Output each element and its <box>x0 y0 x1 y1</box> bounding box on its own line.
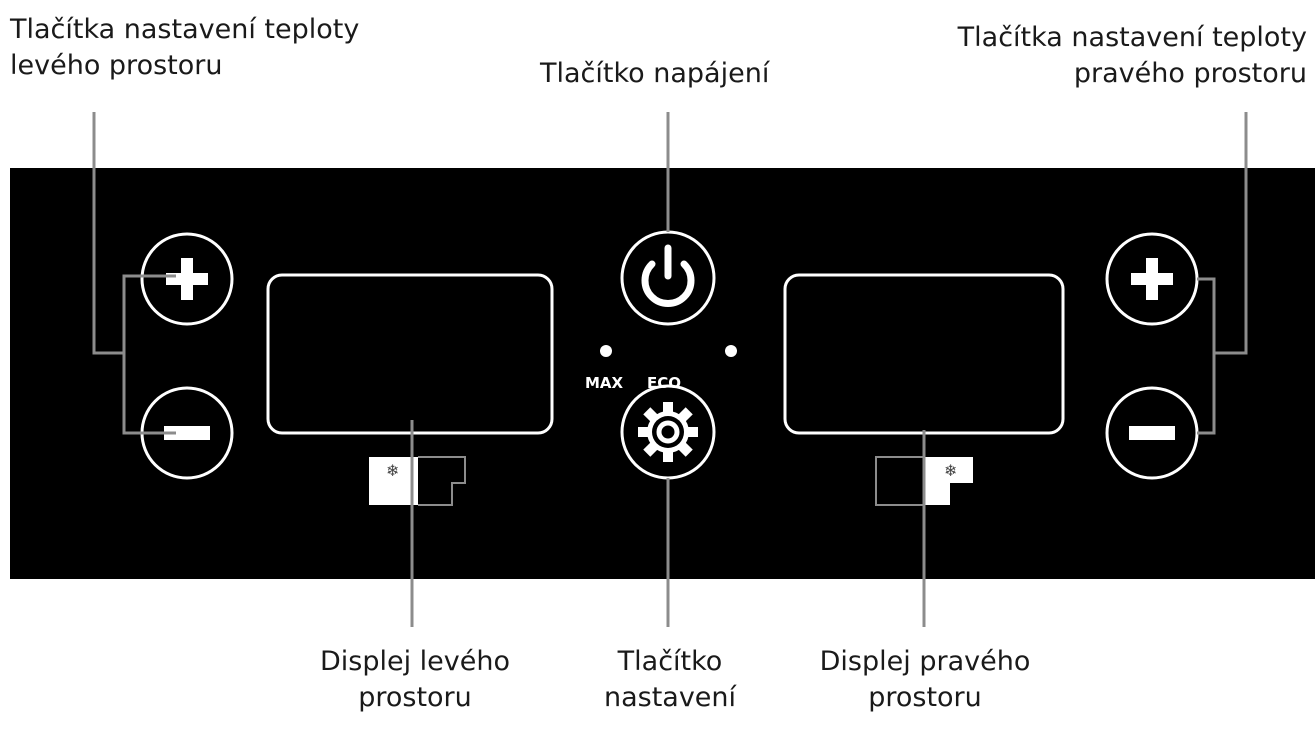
eco-indicator-light <box>725 345 737 357</box>
leader-lines <box>92 112 1248 627</box>
eco-indicator-label: ECO <box>647 374 682 392</box>
callout-right-temperature-buttons: Tlačítka nastavení teploty pravého prost… <box>958 20 1307 92</box>
plus-icon <box>166 258 208 300</box>
control-panel <box>10 168 1315 579</box>
max-indicator-label: MAX <box>585 374 624 392</box>
callout-line: Tlačítka nastavení teploty <box>10 14 360 45</box>
callout-line: Displej levého <box>319 646 511 677</box>
plus-icon <box>1131 258 1173 300</box>
callout-line: pravého prostoru <box>1073 58 1307 89</box>
callout-line: levého prostoru <box>10 50 223 81</box>
snowflake-icon: ❄ <box>944 461 957 480</box>
callout-settings-button: Tlačítko nastavení <box>575 644 765 716</box>
callout-line: prostoru <box>358 682 472 713</box>
callout-power-button: Tlačítko napájení <box>540 56 769 92</box>
callout-line: nastavení <box>603 682 737 713</box>
minus-icon <box>164 426 210 440</box>
minus-icon <box>1129 426 1175 440</box>
left-plus-button[interactable] <box>140 232 234 326</box>
callout-left-temperature-buttons: Tlačítka nastavení teploty levého prosto… <box>10 12 359 84</box>
callout-line: Tlačítka nastavení teploty <box>957 22 1307 53</box>
callout-line: Tlačítko napájení <box>540 58 770 89</box>
settings-button[interactable] <box>620 384 716 480</box>
callout-right-display: Displej pravého prostoru <box>790 644 1060 716</box>
power-icon <box>641 244 695 308</box>
right-zone-symbol: ❄ <box>875 456 973 506</box>
left-zone-symbol: ❄ <box>369 456 466 506</box>
left-display <box>266 273 554 435</box>
callout-line: prostoru <box>868 682 982 713</box>
max-indicator-light <box>600 345 612 357</box>
callout-line: Displej pravého <box>819 646 1031 677</box>
snowflake-icon: ❄ <box>386 461 399 480</box>
gear-icon <box>638 402 698 462</box>
callout-line: Tlačítko <box>617 646 723 677</box>
callout-left-display: Displej levého prostoru <box>290 644 540 716</box>
